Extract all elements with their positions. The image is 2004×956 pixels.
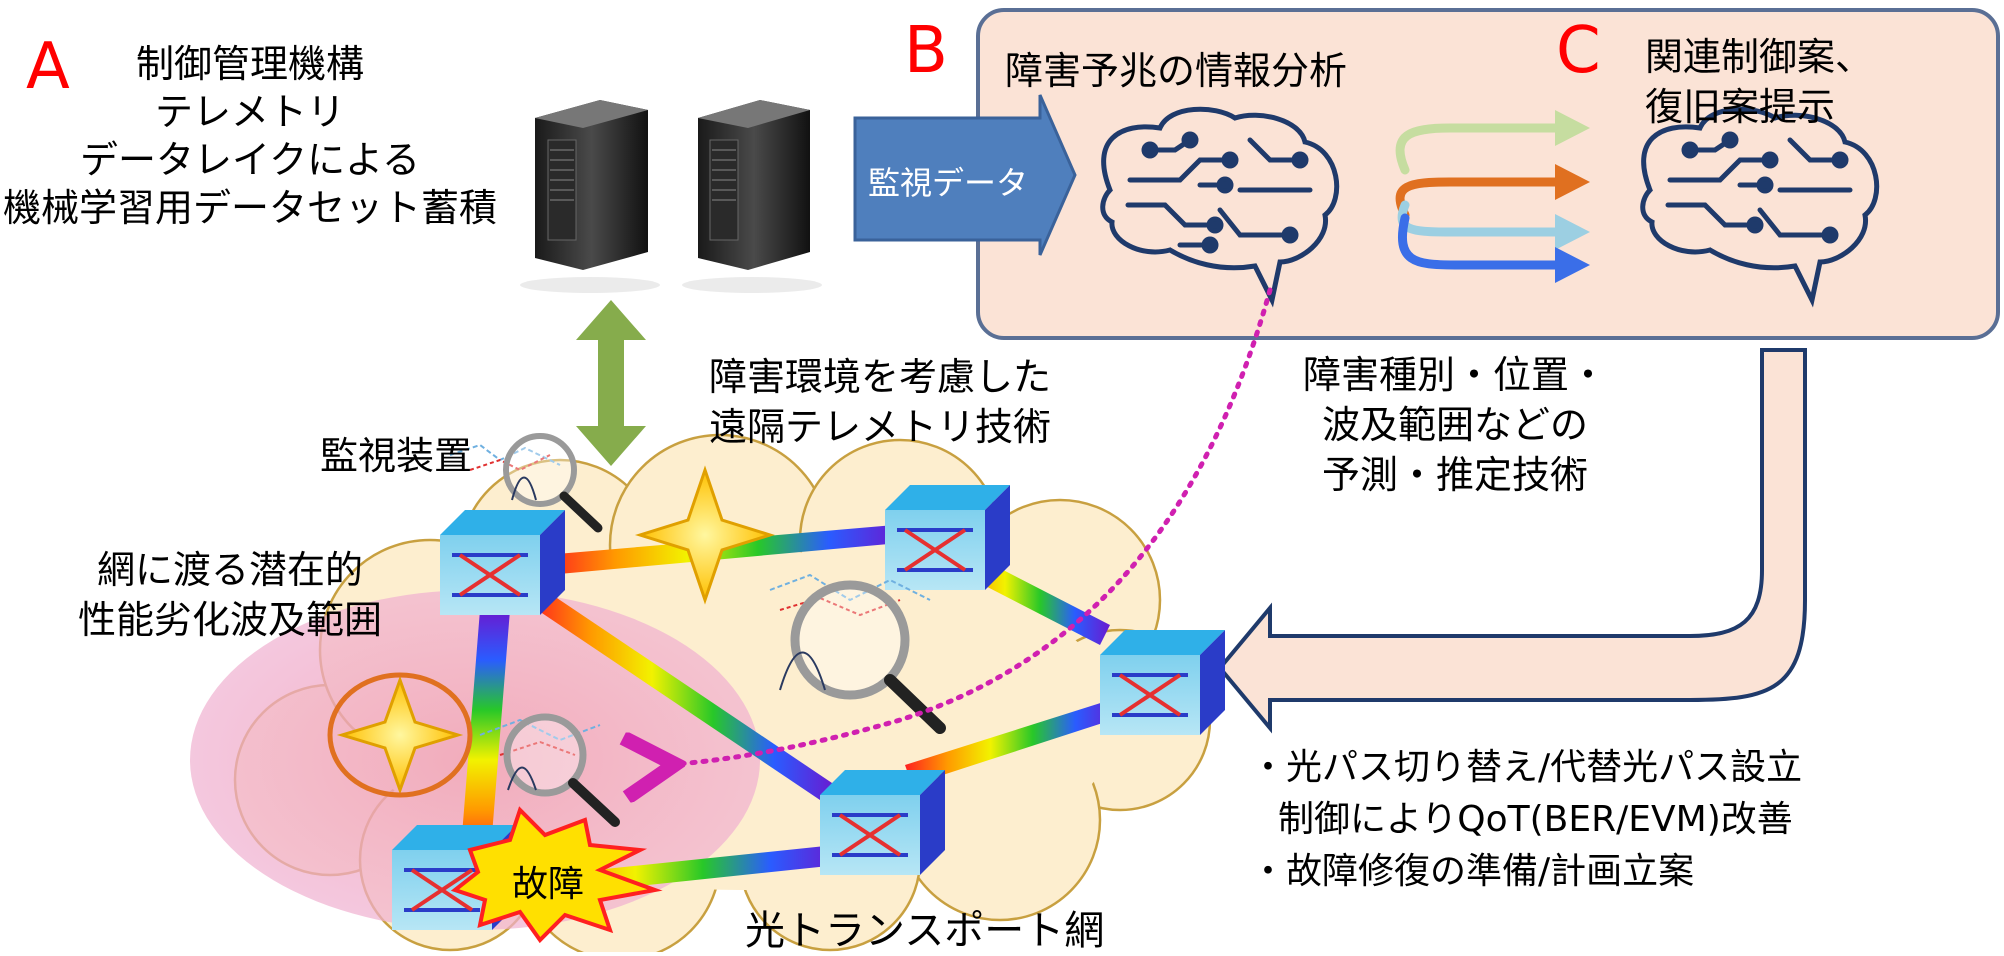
telemetry-line: 遠隔テレメトリ技術: [708, 405, 1051, 449]
prediction-line: 予測・推定技術: [1321, 453, 1588, 497]
switch-node-icon: [1100, 630, 1225, 735]
section-a-line: 機械学習用データセット蓄積: [2, 186, 497, 230]
switch-node-icon: [820, 770, 945, 875]
fault-burst-icon: [450, 806, 663, 944]
inference-arrows: [1395, 110, 1590, 283]
telemetry-technique-label: 障害環境を考慮した 遠隔テレメトリ技術: [680, 352, 1080, 452]
prediction-line: 障害種別・位置・: [1302, 353, 1607, 397]
section-c-line: 関連制御案、: [1645, 35, 1874, 79]
telemetry-line: 障害環境を考慮した: [708, 355, 1051, 399]
degradation-line: 網に渡る潜在的: [96, 548, 363, 592]
degradation-line: 性能劣化波及範囲: [77, 598, 382, 642]
section-b-title: 障害予兆の情報分析: [1005, 49, 1348, 93]
brain-icon-control: [1640, 106, 1880, 308]
fault-label: 故障: [512, 864, 585, 905]
section-a-line: テレメトリ: [154, 90, 345, 134]
fault-star-icon: [634, 465, 776, 605]
section-c-letter: C: [1556, 14, 1601, 88]
monitor-device-label: 監視装置: [320, 434, 473, 478]
action-line: 制御によりQoT(BER/EVM)改善: [1278, 799, 1793, 840]
prediction-line: 波及範囲などの: [1321, 403, 1588, 447]
server-icon: [682, 100, 822, 293]
fault-star-icon: [336, 675, 464, 795]
switch-node-icon: [440, 510, 565, 615]
monitoring-data-label: 監視データ: [868, 164, 1029, 202]
section-b-letter: B: [904, 14, 948, 88]
action-line: ・光パス切り替え/代替光パス設立: [1250, 747, 1803, 788]
fault-ring: [327, 672, 473, 798]
prediction-technique-label: 障害種別・位置・ 波及範囲などの 予測・推定技術: [1275, 350, 1635, 500]
server-icon: [520, 100, 660, 293]
section-a-line: 制御管理機構: [135, 42, 364, 86]
magnifier-icon: [769, 573, 946, 734]
section-a-description: 制御管理機構 テレメトリ データレイクによる 機械学習用データセット蓄積: [0, 40, 500, 232]
prediction-dotted-arrow: [665, 287, 1273, 765]
brain-icon-analysis: [1100, 106, 1340, 308]
degradation-range-label: 網に渡る潜在的 性能劣化波及範囲: [60, 545, 400, 645]
monitoring-data-arrow: [853, 94, 1077, 256]
action-line: ・故障修復の準備/計画立案: [1250, 851, 1695, 892]
network-label: 光トランスポート網: [745, 908, 1105, 954]
feedback-arrow: [1217, 348, 1807, 734]
green-double-arrow: [576, 300, 646, 466]
magnifier-icon: [449, 433, 603, 533]
recovery-actions: ・光パス切り替え/代替光パス設立 制御によりQoT(BER/EVM)改善 ・故障…: [1250, 742, 1802, 898]
magnifier-icon: [479, 713, 620, 827]
section-c-description: 関連制御案、 復旧案提示: [1645, 32, 1873, 132]
section-a-letter: A: [26, 30, 70, 104]
switch-node-icon: [885, 485, 1010, 590]
section-a-line: データレイクによる: [79, 138, 421, 182]
section-c-line: 復旧案提示: [1645, 85, 1836, 129]
